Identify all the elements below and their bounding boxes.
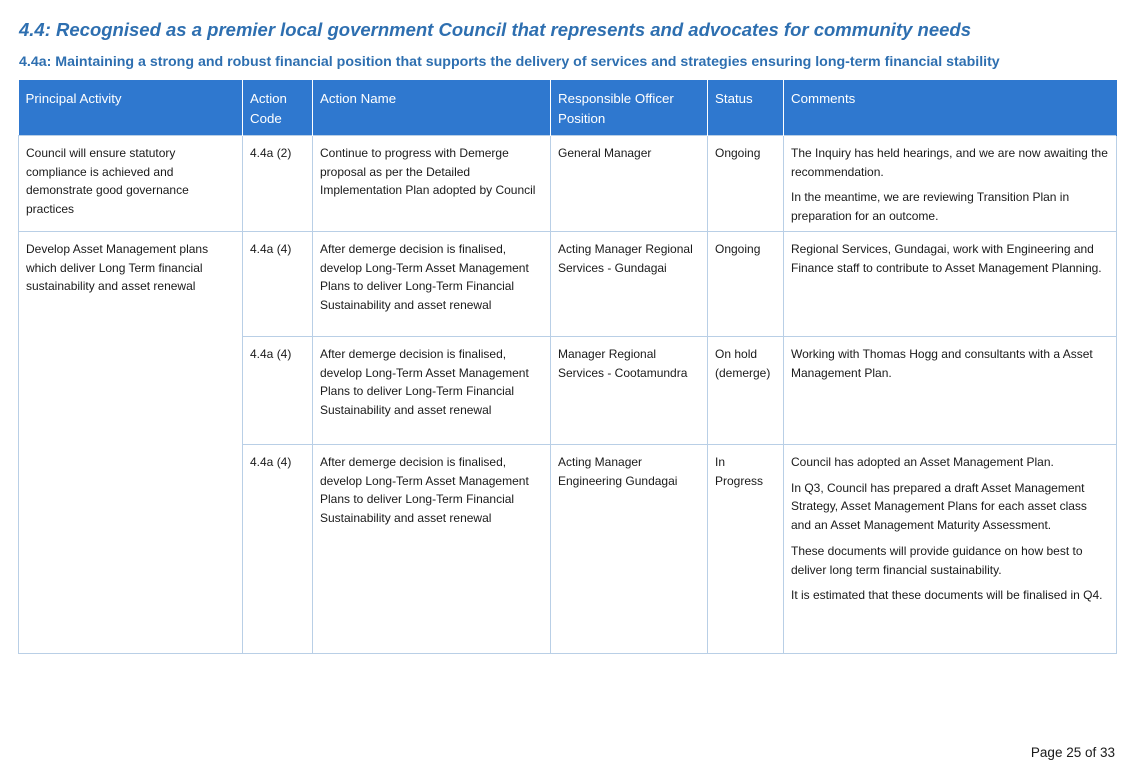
col-header-action-code: Action Code (242, 80, 313, 136)
table-header-row: Principal Activity Action Code Action Na… (18, 80, 1117, 136)
responsible-officer-cell: General Manager (550, 135, 708, 232)
comment-paragraph: Regional Services, Gundagai, work with E… (791, 242, 1102, 275)
action-name-cell: Continue to progress with Demerge propos… (312, 135, 551, 232)
status-cell: Ongoing (707, 135, 784, 232)
comment-paragraph: Working with Thomas Hogg and consultants… (791, 347, 1093, 380)
status-cell: Ongoing (707, 231, 784, 337)
actions-table: Principal Activity Action Code Action Na… (18, 80, 1117, 654)
comment-paragraph: These documents will provide guidance on… (791, 543, 1083, 577)
principal-activity-cell: Council will ensure statutory compliance… (18, 135, 243, 232)
subsection-heading: 4.4a: Maintaining a strong and robust fi… (19, 54, 1000, 70)
action-code-cell: 4.4a (4) (242, 231, 313, 337)
col-header-responsible-officer: Responsible Officer Position (550, 80, 708, 136)
col-header-action-name: Action Name (312, 80, 551, 136)
action-code-cell: 4.4a (2) (242, 135, 313, 232)
comment-paragraph: Council has adopted an Asset Management … (791, 455, 1054, 469)
action-code-cell: 4.4a (4) (242, 336, 313, 445)
comment-paragraph: In Q3, Council has prepared a draft Asse… (791, 480, 1087, 533)
page-number: Page 25 of 33 (1030, 745, 1115, 760)
comments-cell: The Inquiry has held hearings, and we ar… (783, 135, 1117, 232)
comment-paragraph: It is estimated that these documents wil… (791, 588, 1103, 603)
responsible-officer-cell: Acting Manager Engineering Gundagai (550, 444, 708, 654)
table-row: 4.4a (4) After demerge decision is final… (19, 336, 1117, 445)
section-heading: 4.4: Recognised as a premier local gover… (19, 19, 972, 40)
col-header-principal-activity: Principal Activity (18, 80, 243, 136)
action-name-cell: After demerge decision is finalised, dev… (312, 336, 551, 445)
table-row: Council will ensure statutory compliance… (18, 135, 1117, 232)
action-name-cell: After demerge decision is finalised, dev… (312, 231, 551, 337)
col-header-comments: Comments (783, 80, 1117, 136)
status-cell: On hold (demerge) (707, 336, 784, 445)
table-row: 4.4a (4) After demerge decision is final… (19, 444, 1117, 654)
col-header-status: Status (707, 80, 784, 136)
responsible-officer-cell: Manager Regional Services - Cootamundra (550, 336, 708, 445)
comments-cell: Regional Services, Gundagai, work with E… (783, 231, 1117, 337)
principal-activity-cell: Develop Asset Management plans which del… (18, 231, 243, 654)
responsible-officer-cell: Acting Manager Regional Services - Gunda… (550, 231, 708, 337)
action-code-cell: 4.4a (4) (242, 444, 313, 654)
comment-paragraph: In the meantime, we are reviewing Transi… (791, 190, 1070, 224)
comments-cell: Working with Thomas Hogg and consultants… (783, 336, 1117, 445)
action-name-cell: After demerge decision is finalised, dev… (312, 444, 551, 654)
status-cell: In Progress (707, 444, 784, 654)
comment-paragraph: The Inquiry has held hearings, and we ar… (791, 146, 1108, 179)
table-row: Develop Asset Management plans which del… (18, 231, 1117, 654)
comments-cell: Council has adopted an Asset Management … (783, 444, 1117, 654)
